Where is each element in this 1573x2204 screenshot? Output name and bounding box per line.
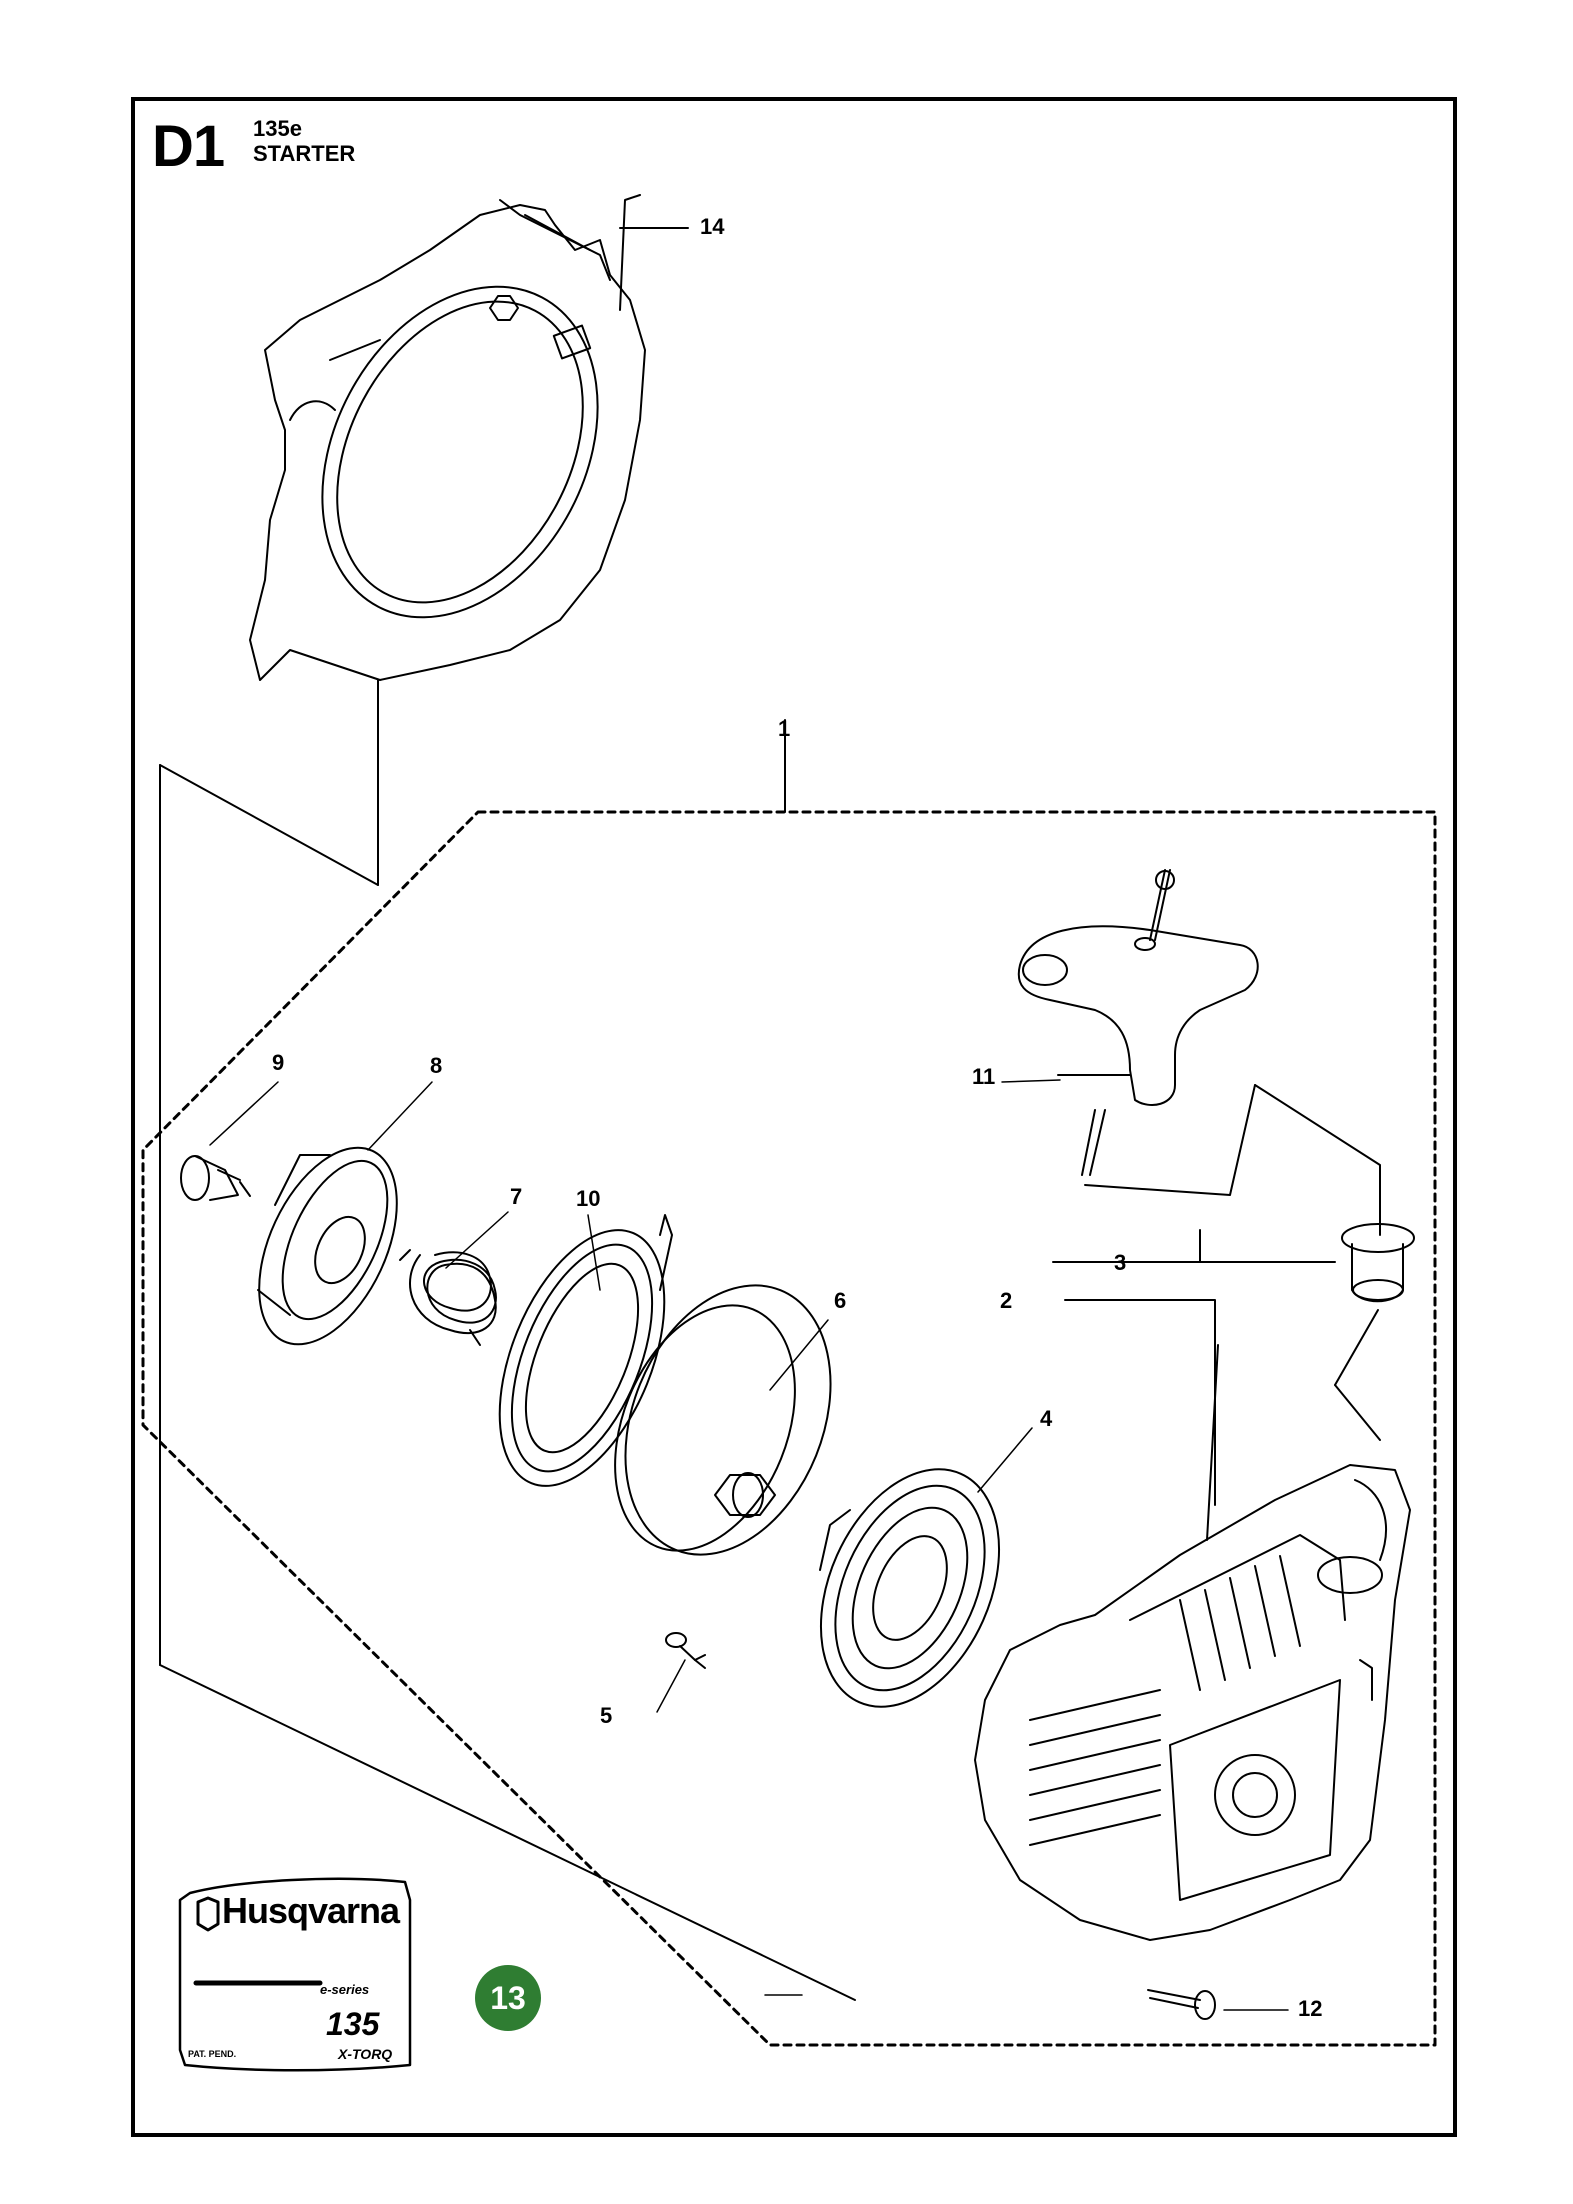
decal-series-text: e-series: [320, 1982, 370, 1997]
callout-3: 3: [1114, 1250, 1127, 1275]
model-name: 135e: [253, 116, 302, 141]
callout-1: 1: [778, 716, 791, 741]
part-6-rope-pulley: [614, 1284, 832, 1556]
callout-12: 12: [1298, 1996, 1323, 2021]
part-4-spring-cassette: [819, 1468, 1001, 1708]
callout-5: 5: [600, 1703, 613, 1728]
callout-6: 6: [834, 1288, 847, 1313]
part-9-screw: [180, 1155, 251, 1201]
decal-patent-text: PAT. PEND.: [188, 2049, 237, 2059]
decal-brand-text: Husqvarna: [222, 1890, 400, 1931]
callout-11: 11: [972, 1064, 996, 1089]
callout-14: 14: [700, 214, 725, 239]
page-frame: [131, 97, 1457, 2137]
callout-7: 7: [510, 1184, 523, 1209]
decal-technology-text: X-TORQ: [338, 2046, 393, 2062]
leader-lines: [209, 1079, 1289, 2011]
part-11-starter-handle: [1017, 869, 1259, 1176]
part-13-decal-outline: [178, 1877, 412, 2072]
part-14-fan-housing: [249, 194, 646, 681]
callout-13-highlight: 13: [475, 1965, 541, 2031]
part-7-spring: [399, 1249, 497, 1346]
decal-model-text: 135: [326, 2006, 380, 2042]
part-10-recoil-spring: [498, 1214, 673, 1487]
section-code: D1: [152, 114, 225, 179]
decal-shield-icon: [196, 1896, 220, 1932]
part-12-screw: [1147, 1989, 1216, 2020]
callout-4: 4: [1040, 1406, 1053, 1431]
part-3-rope-guide: [1341, 1223, 1415, 1303]
callout-2: 2: [1000, 1288, 1013, 1313]
callout-8: 8: [430, 1053, 443, 1078]
part-8-pulley: [257, 1146, 398, 1346]
callout-9: 9: [272, 1050, 285, 1075]
part-5-screw: [665, 1632, 706, 1669]
page-title: STARTER: [253, 141, 356, 166]
callout-10: 10: [576, 1186, 601, 1211]
assembly-lines: [159, 227, 1381, 2001]
assembly-boundary: [141, 810, 1437, 2047]
part-2-starter-housing: [974, 1464, 1411, 1941]
